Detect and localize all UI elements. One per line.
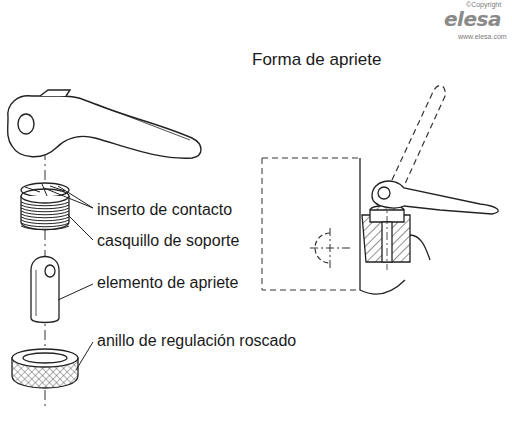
leader-line [68, 215, 93, 240]
support-bushing [21, 202, 69, 230]
leader-line [58, 186, 93, 208]
clamping-element [45, 265, 55, 277]
clamping-element [31, 257, 59, 323]
lever-handle [8, 90, 201, 158]
clamping-element [36, 270, 37, 316]
support-bushing [21, 223, 69, 227]
part-label: inserto de contacto [97, 201, 232, 219]
adjustment-ring [12, 349, 78, 367]
fixture-body [360, 158, 430, 294]
adjustment-ring [23, 353, 67, 363]
round-part [315, 233, 330, 263]
support-bushing [21, 205, 69, 209]
lever-open [392, 86, 446, 186]
support-bushing [21, 208, 69, 212]
part-label: anillo de regulación roscado [97, 332, 296, 350]
leader-line [44, 188, 93, 208]
clamping-element [31, 257, 59, 323]
support-bushing [21, 189, 69, 203]
lever-closed [372, 181, 498, 214]
lever-closed [372, 181, 498, 214]
fixture-body [387, 200, 388, 270]
workpiece-outline [330, 228, 331, 270]
leader-line [76, 342, 93, 370]
fixture-body [410, 235, 430, 260]
support-bushing [21, 211, 69, 215]
lever-handle [40, 90, 70, 96]
leader-line [58, 284, 93, 300]
leader-line [44, 186, 93, 370]
part-label: casquillo de soporte [97, 232, 239, 250]
round-part [315, 233, 330, 263]
lever-handle [8, 96, 201, 158]
support-bushing [21, 220, 69, 224]
support-bushing [21, 226, 69, 230]
lever-closed [378, 187, 390, 199]
brand-logo: elesa [444, 8, 501, 31]
support-bushing [21, 217, 69, 221]
workpiece-outline [262, 158, 360, 290]
lever-handle [96, 104, 190, 140]
lever-open [392, 86, 446, 186]
support-bushing [21, 202, 69, 206]
lever-handle [18, 114, 34, 134]
figure-title: Forma de apriete [252, 50, 381, 70]
website-url: www.elesa.com [458, 33, 507, 41]
support-bushing [21, 214, 69, 218]
workpiece-outline [262, 158, 360, 290]
part-label: elemento de apriete [97, 274, 238, 292]
adjustment-ring [12, 349, 78, 388]
